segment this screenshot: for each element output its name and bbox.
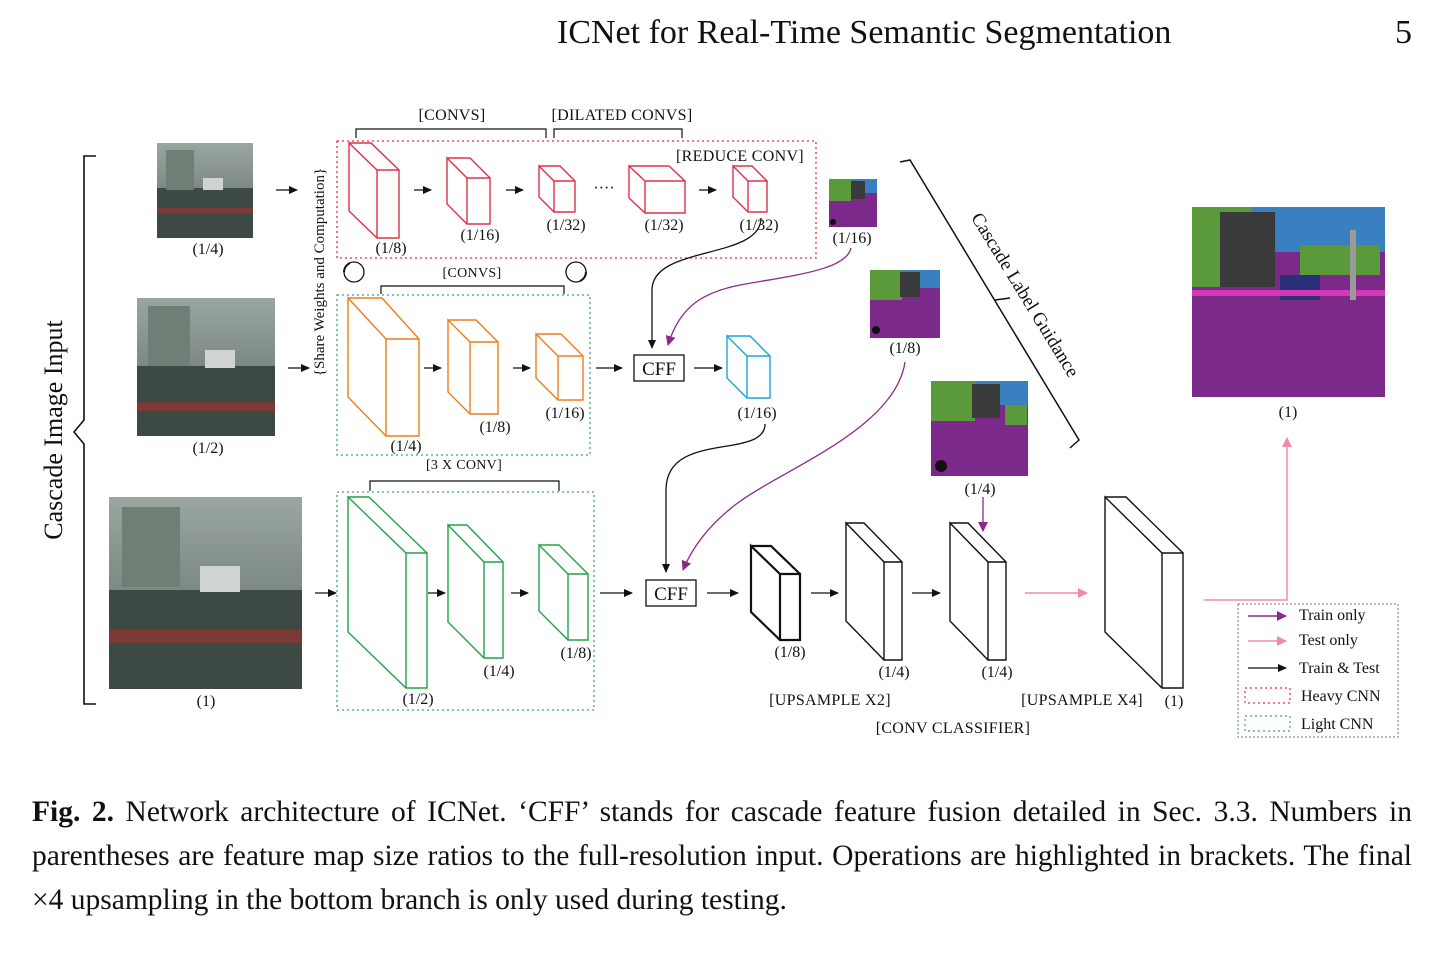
feature-label-final: (1) [1165, 693, 1184, 710]
arrow-mid-to-cff2 [662, 423, 766, 573]
cff-box-1 [633, 354, 685, 382]
caption-text: Network architecture of ICNet. ‘CFF’ sta… [32, 796, 1412, 916]
legend-heavy-cnn: Heavy CNN [1244, 687, 1381, 705]
output-label: (1) [1279, 404, 1298, 421]
light-cnn-box-mid [336, 294, 591, 456]
feature-map-bot-2 [447, 523, 504, 659]
dilated-convs-label: [DILATED CONVS] [552, 107, 693, 124]
upsample-x2-label: [UPSAMPLE X2] [769, 692, 891, 709]
running-title: ICNet for Real-Time Semantic Segmentatio… [557, 14, 1172, 51]
arrow-guidance16-to-cff1 [665, 247, 852, 346]
legend-test-only-label: Test only [1299, 632, 1358, 649]
feature-map-cff1-out [726, 334, 771, 399]
three-conv-label: [3 X CONV] [426, 458, 502, 473]
input-image-quarter [157, 143, 253, 238]
arrow-guidance8-to-cff2 [681, 361, 906, 571]
legend-heavy-cnn-label: Heavy CNN [1301, 688, 1381, 705]
output-segmentation-map [1192, 207, 1385, 397]
caption-prefix: Fig. 2. [32, 796, 114, 828]
cff-label-2: CFF [654, 584, 688, 605]
feature-map-mid-1 [347, 296, 420, 437]
feature-map-final [1104, 495, 1184, 689]
ellipsis-dots: ···· [593, 180, 614, 197]
feature-label-bot-1: (1/2) [402, 691, 433, 708]
conv-classifier-label: [CONV CLASSIFIER] [876, 720, 1031, 737]
heavy-cnn-box [336, 140, 817, 259]
feature-map-up-2 [845, 521, 903, 661]
figure-caption: Fig. 2. Network architecture of ICNet. ‘… [32, 790, 1412, 922]
cascade-input-brace [72, 155, 96, 705]
feature-map-classifier [949, 521, 1007, 661]
legend-test-only: Test only [1248, 632, 1358, 649]
guidance-map-8 [870, 270, 940, 338]
feature-label-bot-3: (1/8) [560, 645, 591, 662]
share-weights-icon-left [343, 261, 365, 283]
feature-label-mid-1: (1/4) [390, 438, 421, 455]
cff-label-1: CFF [642, 359, 676, 380]
input-image-full [109, 497, 302, 689]
feature-label-top-4: (1/32) [644, 217, 683, 234]
three-conv-bracket [369, 480, 560, 491]
input-image-half [137, 298, 275, 436]
feature-label-top-3: (1/32) [546, 217, 585, 234]
upsample-x4-label: [UPSAMPLE X4] [1021, 692, 1143, 709]
convs-bracket [355, 128, 547, 138]
feature-label-up-1: (1/8) [774, 644, 805, 661]
cascade-input-label: Cascade Image Input [39, 319, 68, 539]
reduce-conv-label: [REDUCE CONV] [676, 148, 804, 165]
convs-label: [CONVS] [419, 107, 486, 124]
feature-label-top-1: (1/8) [375, 240, 406, 257]
arrow-top-to-cff1 [648, 217, 762, 349]
feature-label-cff1-out: (1/16) [737, 405, 776, 422]
feature-label-up-2: (1/4) [878, 664, 909, 681]
light-cnn-box-bot [336, 491, 595, 711]
cascade-guidance-label: Cascade Label Guidance [966, 209, 1083, 381]
feature-map-bot-3 [538, 543, 589, 641]
legend-light-cnn-label: Light CNN [1301, 716, 1374, 733]
cascade-guidance-bracket [899, 159, 1080, 449]
legend-train-only-label: Train only [1299, 607, 1366, 624]
feature-label-top-2: (1/16) [460, 227, 499, 244]
feature-map-mid-3 [535, 332, 584, 401]
guidance-label-8: (1/8) [889, 340, 920, 357]
legend-train-test: Train & Test [1248, 660, 1380, 677]
guidance-map-16 [829, 179, 877, 227]
input-label-quarter: (1/4) [192, 241, 223, 258]
feature-map-mid-2 [447, 318, 499, 415]
cff-box-2 [645, 579, 697, 607]
convs-mid-label: [CONVS] [443, 266, 502, 281]
feature-map-top-1 [348, 141, 400, 239]
feature-label-mid-2: (1/8) [479, 419, 510, 436]
feature-map-up-1 [749, 543, 802, 642]
guidance-label-4: (1/4) [964, 481, 995, 498]
legend-light-cnn: Light CNN [1244, 715, 1374, 733]
feature-map-top-5 [732, 164, 768, 213]
feature-label-classifier: (1/4) [981, 664, 1012, 681]
feature-map-top-3 [538, 164, 576, 213]
arrow-final-output [1204, 437, 1292, 601]
page-header: ICNet for Real-Time Semantic Segmentatio… [0, 14, 1435, 54]
legend-box [1237, 603, 1399, 738]
share-weights-label: {Share Weights and Computation} [312, 168, 328, 376]
legend-train-test-label: Train & Test [1299, 660, 1380, 677]
feature-map-top-2 [446, 156, 491, 225]
guidance-map-4 [931, 381, 1028, 476]
cascade-guidance-tick [994, 297, 1011, 301]
page-number: 5 [1395, 14, 1412, 51]
feature-label-mid-3: (1/16) [545, 405, 584, 422]
legend-train-only: Train only [1248, 607, 1366, 624]
feature-label-bot-2: (1/4) [483, 663, 514, 680]
convs-mid-bracket [380, 285, 565, 294]
input-label-half: (1/2) [192, 440, 223, 457]
share-weights-icon-right [565, 261, 587, 283]
input-label-full: (1) [197, 693, 216, 710]
feature-map-top-4 [628, 164, 686, 214]
dilated-convs-bracket [553, 128, 683, 138]
guidance-label-16: (1/16) [832, 230, 871, 247]
legend: Train only Test only Train & Test Heavy … [1237, 603, 1399, 738]
feature-map-bot-1 [347, 495, 428, 689]
icnet-architecture-figure: Cascade Image Input (1/4) (1/2) (1) {Sha… [39, 107, 1399, 738]
